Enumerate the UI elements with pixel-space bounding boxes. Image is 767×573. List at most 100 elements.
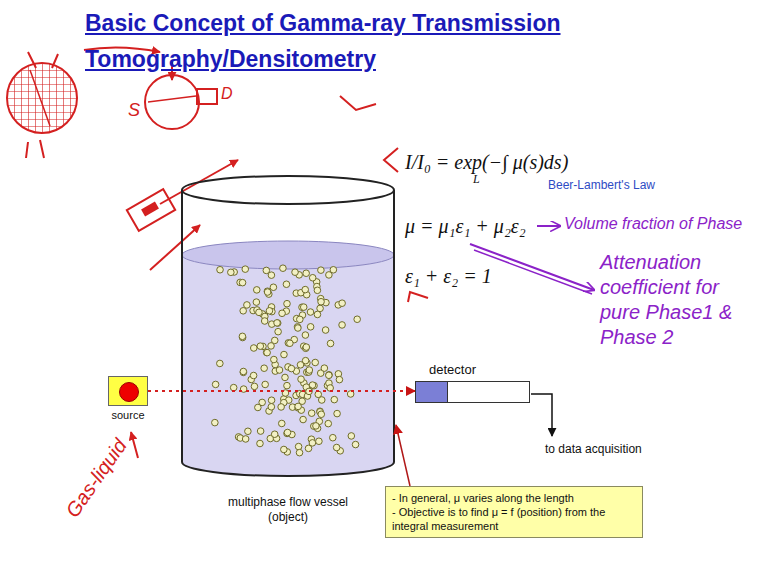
vessel-cylinder <box>279 310 286 317</box>
vessel-cylinder <box>330 266 337 273</box>
handwritten-note: Volume fraction of Phase <box>564 214 764 233</box>
data-acquisition-arrow <box>531 394 552 436</box>
vessel-cylinder <box>298 376 305 383</box>
sketch-label: D <box>221 84 233 103</box>
vessel-cylinder <box>271 431 278 438</box>
node-label: - In general, μ varies along the length <box>392 491 636 505</box>
vessel-cylinder <box>280 265 287 272</box>
vessel-cylinder <box>251 383 258 390</box>
vessel-cylinder <box>334 410 341 417</box>
vessel-cylinder <box>217 360 224 367</box>
vessel-cylinder <box>263 267 270 274</box>
vessel-cylinder <box>308 410 315 417</box>
vessel-cylinder <box>302 286 309 293</box>
vessel-cylinder <box>253 299 260 306</box>
vessel-cylinder <box>281 351 288 358</box>
vessel-cylinder <box>339 300 346 307</box>
vessel-cylinder <box>284 382 291 389</box>
vessel-cylinder <box>278 420 285 427</box>
hatched-cross-section <box>7 63 77 133</box>
source-detector-sketch <box>197 89 217 104</box>
vessel-cylinder <box>264 289 271 296</box>
vessel-cylinder <box>331 396 338 403</box>
node-label: multiphase flow vessel (object) <box>218 495 358 525</box>
vessel-cylinder <box>278 404 285 411</box>
vessel-cylinder <box>266 308 273 315</box>
vessel-cylinder <box>284 429 291 436</box>
hatched-cross-section <box>26 52 58 158</box>
slide-title: Basic Concept of Gamma-ray Transmission … <box>85 6 575 77</box>
vessel-cylinder <box>295 403 302 410</box>
vessel-cylinder <box>257 343 264 350</box>
vessel-cylinder <box>318 411 325 418</box>
probe-sketch <box>127 189 175 231</box>
vessel-cylinder <box>318 397 325 404</box>
vessel-cylinder <box>268 403 275 410</box>
data-acquisition-arrow <box>531 394 552 436</box>
vessel-cylinder <box>263 349 270 356</box>
vessel-cylinder <box>250 372 257 379</box>
node-label: detector <box>415 362 540 377</box>
vessel-cylinder <box>212 265 361 456</box>
vessel-cylinder <box>348 433 355 440</box>
vessel-cylinder <box>270 284 277 291</box>
vessel-cylinder <box>302 332 309 339</box>
vessel-cylinder <box>242 266 249 273</box>
vessel-cylinder <box>230 384 237 391</box>
vessel-cylinder <box>257 440 264 447</box>
detector-symbol <box>415 381 530 403</box>
vessel-cylinder <box>257 428 264 435</box>
detector-crystal <box>416 382 448 402</box>
handwritten-note: Gas-liquid <box>60 433 132 522</box>
vessel-cylinder <box>274 320 281 327</box>
vessel-cylinder <box>307 309 314 316</box>
handwritten-arrows <box>408 292 428 302</box>
vessel-cylinder <box>239 333 246 340</box>
vessel-cylinder <box>322 327 329 334</box>
vessel-cylinder <box>250 345 257 352</box>
source-detector-sketch <box>148 96 196 102</box>
vessel-cylinder <box>288 365 295 372</box>
vessel-cylinder <box>274 320 281 327</box>
law-name: Beer-Lambert's Law <box>548 178 655 192</box>
source-detector-sketch <box>145 62 217 129</box>
vessel-cylinder <box>282 374 289 381</box>
vessel-cylinder <box>268 397 275 404</box>
vessel-cylinder <box>300 304 307 311</box>
vessel-cylinder <box>352 441 359 448</box>
vessel-cylinder <box>354 316 361 323</box>
vessel-node: multiphase flow vessel (object) <box>180 185 396 525</box>
annotation-arrows <box>474 250 592 294</box>
vessel-cylinder <box>318 267 325 274</box>
vessel-cylinder <box>284 300 291 307</box>
vessel-cylinder <box>306 367 313 374</box>
vessel-cylinder <box>271 356 278 363</box>
vessel-cylinder <box>326 372 333 379</box>
vessel-cylinder <box>276 367 283 374</box>
vessel-cylinder <box>182 176 394 204</box>
handwritten-note: Attenuation coefficient for pure Phase1 … <box>600 250 760 350</box>
vessel-cylinder <box>295 325 302 332</box>
vessel-cylinder <box>253 287 260 294</box>
vessel-cylinder <box>256 309 263 316</box>
vessel-cylinder <box>316 438 323 445</box>
vessel-cylinder <box>300 416 307 423</box>
vessel-cylinder <box>287 340 294 347</box>
node-label: - Objective is to find μ = f (position) … <box>392 505 636 533</box>
vessel-cylinder <box>297 316 304 323</box>
vessel-cylinder <box>333 444 340 451</box>
vessel-cylinder <box>318 298 325 305</box>
source-dot <box>119 382 139 402</box>
vessel-cylinder <box>327 340 334 347</box>
integral-limit: L <box>473 172 480 186</box>
vessel-cylinder <box>326 372 333 379</box>
vessel-cylinder <box>262 381 269 388</box>
vessel-cylinder <box>303 344 310 351</box>
sketch-label: S <box>128 100 140 122</box>
handwritten-arrows <box>384 148 398 172</box>
vessel-cylinder <box>239 279 246 286</box>
callout-box: - In general, μ varies along the length-… <box>385 486 643 538</box>
probe-sketch <box>141 202 159 217</box>
gamma-ray-path <box>148 390 415 392</box>
vessel-cylinder <box>242 436 249 443</box>
